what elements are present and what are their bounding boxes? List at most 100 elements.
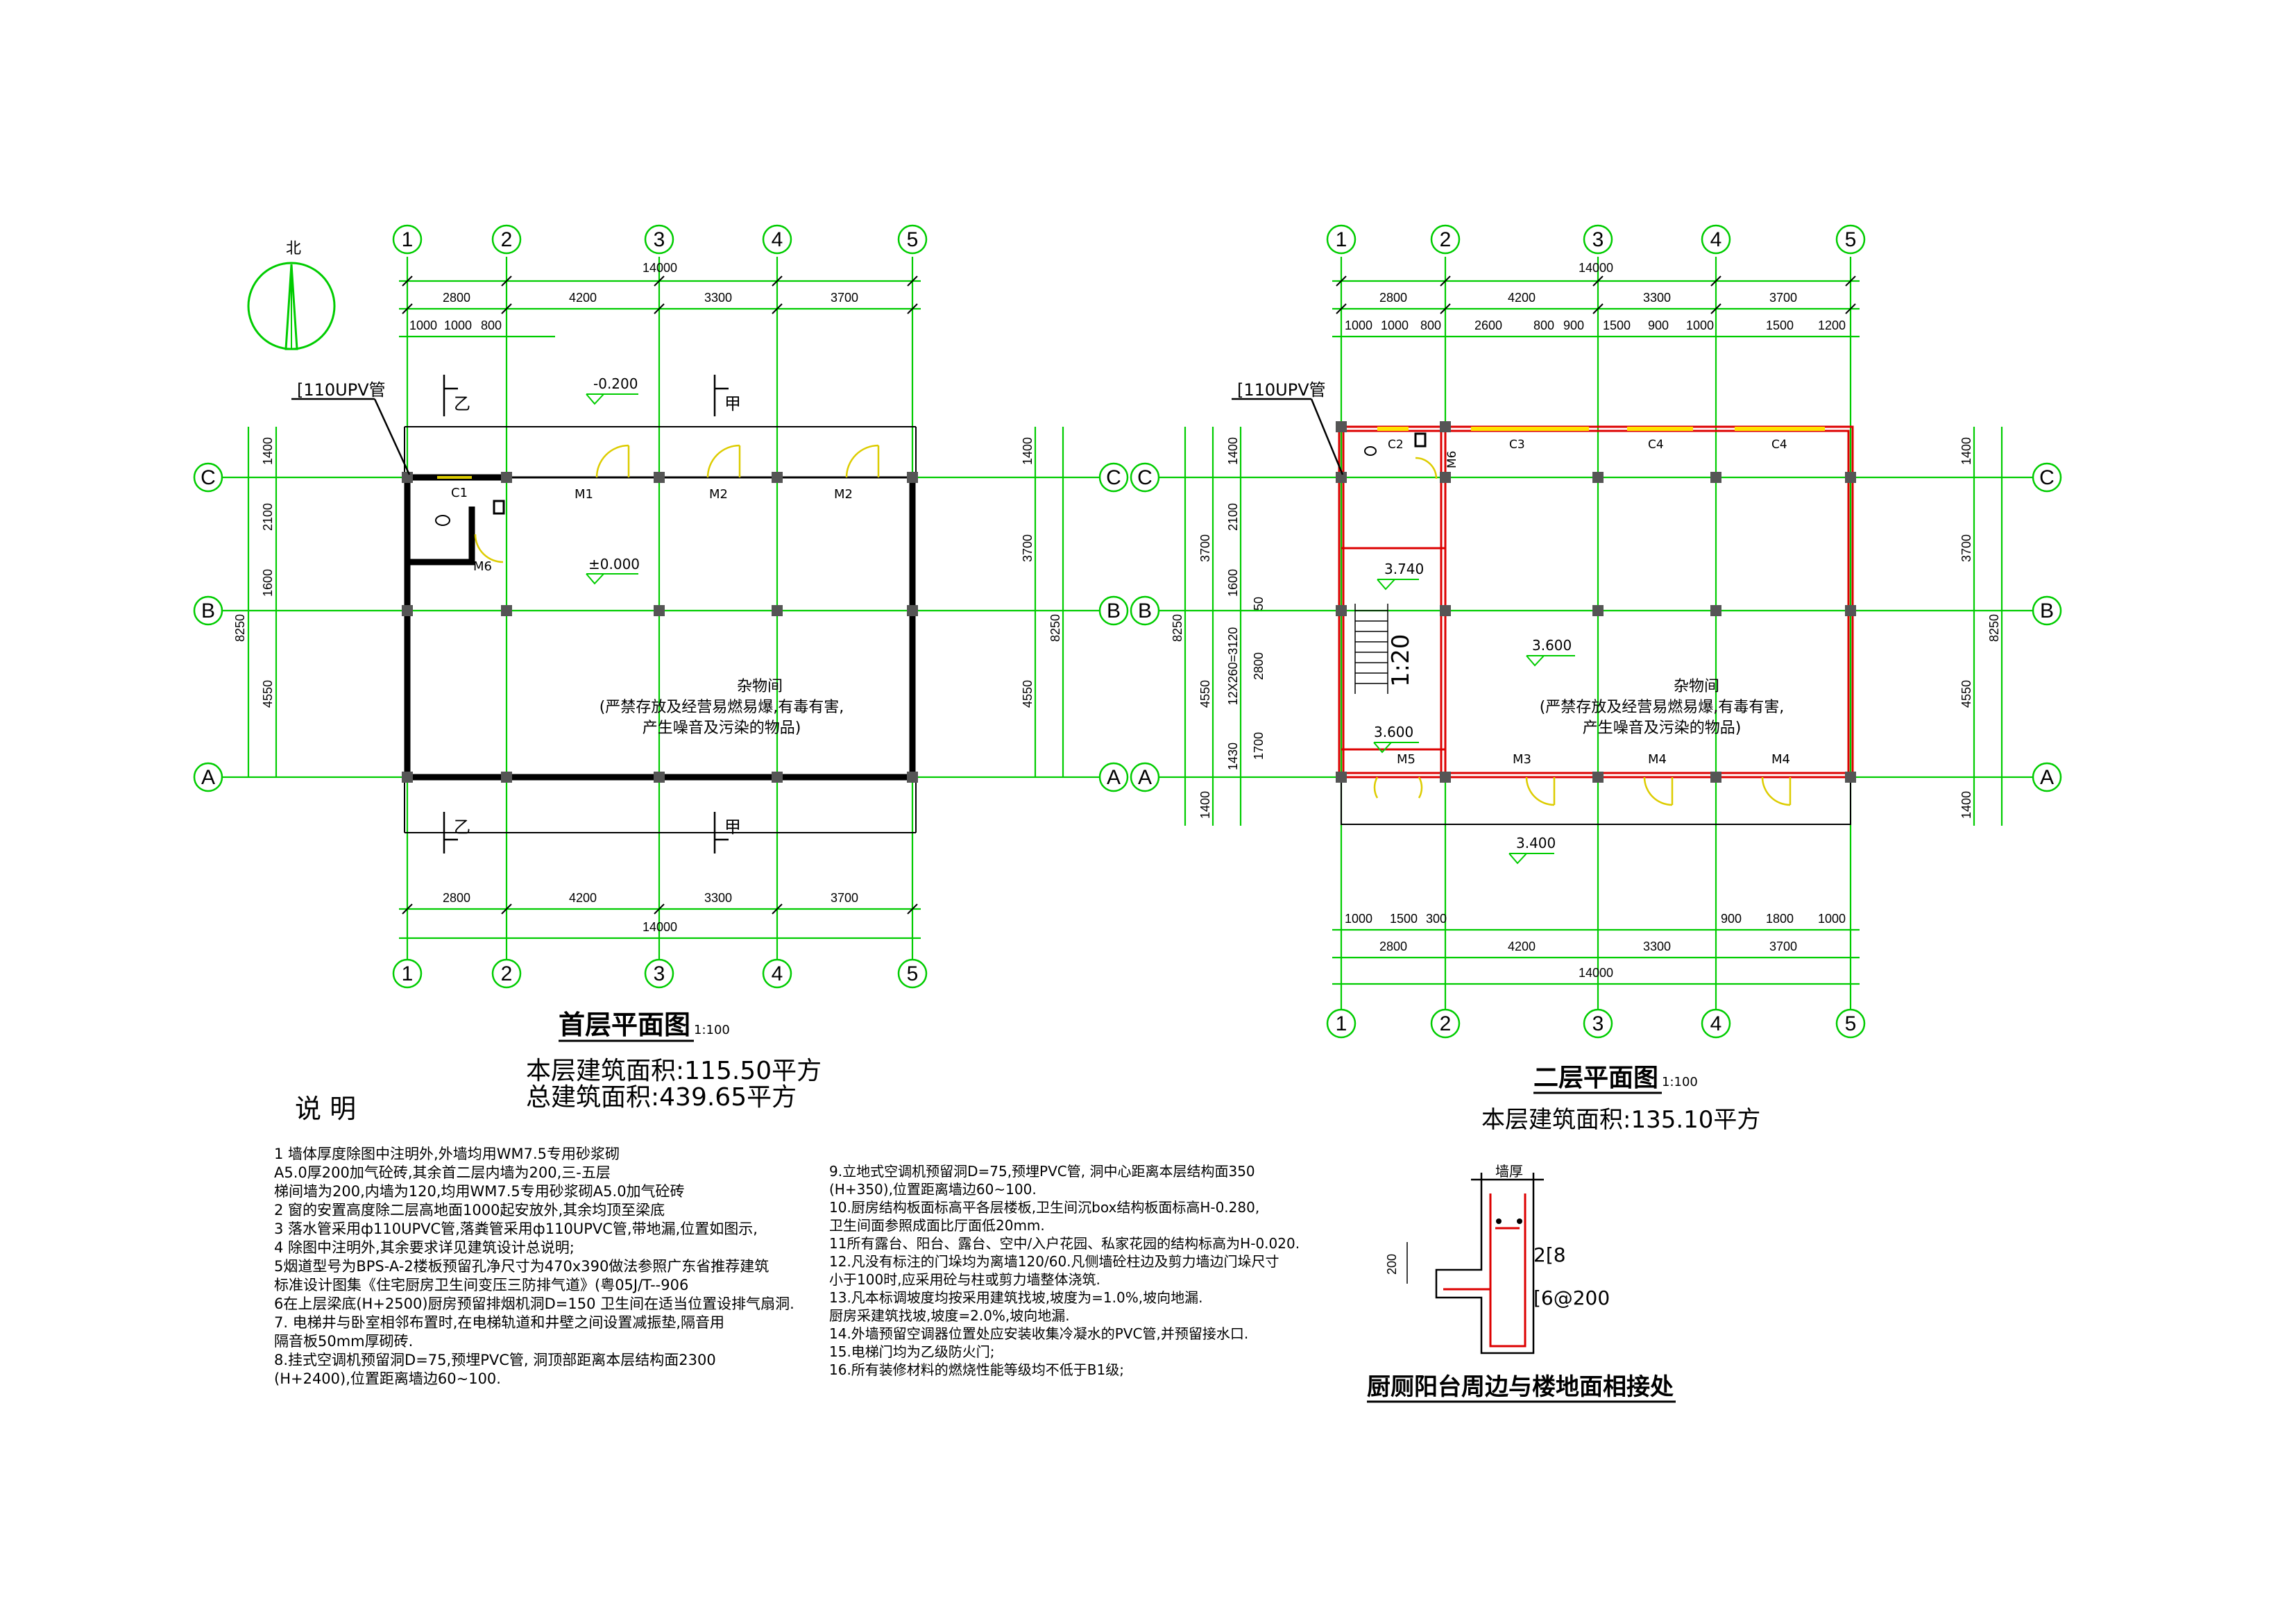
p1-scale: 1:100	[694, 1023, 730, 1037]
p2-left2-2: 1430	[1226, 742, 1240, 770]
p1-top-main-1: 4200	[569, 291, 597, 305]
p1-room-name: 杂物间	[737, 678, 783, 695]
p2-door-m6: M6	[1445, 451, 1459, 468]
p2-left2-3: 12X260=3120	[1226, 627, 1240, 706]
note-left-line: 5烟道型号为BPS-A-2楼板预留孔净尺寸为470x390做法参照广东省推荐建筑	[274, 1258, 769, 1275]
notes-right: 9.立地式空调机预留洞D=75,预埋PVC管, 洞中心距离本层结构面350 (H…	[829, 1162, 1300, 1379]
p2-axis-4b: 4	[1710, 1012, 1722, 1035]
compass-label: 北	[286, 240, 301, 257]
p1-right-2: 4550	[1021, 680, 1035, 708]
p2-left2-0: 3700	[1198, 534, 1212, 562]
p2-bot-main-2: 3300	[1643, 940, 1671, 953]
p1-axis-B-r: B	[1107, 600, 1121, 622]
p1-door-m6: M6	[473, 559, 492, 574]
p2-top-sub-8: 1000	[1686, 318, 1714, 332]
p2-bot-sub-5: 1000	[1818, 912, 1846, 926]
p2-level-3: 3.400	[1516, 835, 1556, 851]
p1-top-main-3: 3700	[831, 291, 858, 305]
p1-top-main-0: 2800	[443, 291, 470, 305]
note-right-line: 16.所有装修材料的燃烧性能等级均不低于B1级;	[829, 1361, 1124, 1378]
p2-left-4: 2800	[1252, 652, 1266, 680]
p2-window-c2: C2	[1388, 438, 1404, 452]
p2-left-0: 1400	[1226, 437, 1240, 465]
north-compass-icon: 北	[247, 240, 336, 350]
p1-bot-main-2: 3300	[704, 891, 732, 905]
p2-axis-1b: 1	[1336, 1012, 1347, 1035]
p1-axis-A-r: A	[1107, 766, 1121, 789]
p2-room-note1: (严禁存放及经营易燃易爆,有毒有害,	[1540, 699, 1785, 716]
note-left-line: (H+2400),位置距离墙边60~100.	[274, 1370, 501, 1387]
p1-axis-C-r: C	[1106, 466, 1121, 489]
p2-axis-5: 5	[1845, 228, 1857, 251]
p2-axis-B-r: B	[2040, 600, 2054, 622]
p2-door-m4b: M4	[1771, 752, 1790, 767]
p2-bot-main-0: 2800	[1379, 940, 1407, 953]
note-right-line: 卫生间面参照成面比厅面低20mm.	[829, 1217, 1045, 1234]
p1-axis-B: B	[201, 600, 215, 622]
p1-top-sub-2: 800	[481, 318, 502, 332]
plan1-ground-floor: 1 2 3 4 5 1 2 3 4 5 C B A C B A 14000 28…	[193, 224, 1129, 1112]
p2-top-sub-3: 2600	[1474, 318, 1502, 332]
note-right-line: 10.厨房结构板面标高平各层楼板,卫生间沉box结构板面标高H-0.280,	[829, 1199, 1260, 1216]
p2-left2-1: 4550	[1198, 680, 1212, 708]
p2-door-m3: M3	[1513, 752, 1531, 767]
p2-level-2: 3.600	[1374, 724, 1413, 740]
p1-left-0: 1400	[261, 437, 275, 465]
p1-left-total: 8250	[233, 614, 247, 642]
note-right-line: (H+350),位置距离墙边60~100.	[829, 1181, 1037, 1198]
p1-pipe-note: [110UPV管	[297, 380, 386, 400]
p2-left-2: 1600	[1226, 569, 1240, 597]
p1-axis-A: A	[201, 766, 215, 789]
p2-top-sub-1: 1000	[1381, 318, 1409, 332]
p2-left-5: 1700	[1252, 732, 1266, 760]
detail-left-dim: 200	[1385, 1254, 1399, 1275]
p2-room-name: 杂物间	[1674, 678, 1719, 695]
p2-left-1: 2100	[1226, 503, 1240, 531]
p2-area: 本层建筑面积:135.10平方	[1481, 1106, 1760, 1134]
p2-level-0: 3.740	[1384, 561, 1424, 577]
p1-axis-5: 5	[907, 228, 919, 251]
p1-right-total: 8250	[1048, 614, 1062, 642]
p2-axis-2b: 2	[1440, 1012, 1452, 1035]
p2-right-1: 3700	[1959, 534, 1973, 562]
p1-axis-3: 3	[654, 228, 665, 251]
p1-right-0: 1400	[1021, 437, 1035, 465]
p2-door-m4a: M4	[1648, 752, 1667, 767]
p2-top-sub-0: 1000	[1345, 318, 1372, 332]
note-right-line: 15.电梯门均为乙级防火门;	[829, 1343, 995, 1360]
p1-left-2: 1600	[261, 569, 275, 597]
p2-axis-2: 2	[1440, 228, 1452, 251]
p1-door-m2b: M2	[834, 487, 853, 502]
note-left-line: 梯间墙为200,内墙为120,均用WM7.5专用砂浆砌A5.0加气砼砖	[274, 1183, 685, 1200]
p1-axis-4: 4	[772, 228, 783, 251]
p2-top-sub-9: 1500	[1766, 318, 1794, 332]
p2-top-sub-6: 1500	[1603, 318, 1631, 332]
p2-left-6: 1400	[1198, 791, 1212, 819]
p2-axis-3b: 3	[1592, 1012, 1604, 1035]
p2-window-c4a: C4	[1648, 438, 1664, 452]
detail-rebar1: 2[8	[1533, 1243, 1566, 1266]
p1-axis-1: 1	[402, 228, 414, 251]
p1-section-yi-top: 乙	[454, 394, 470, 414]
note-left-line: 隔音板50mm厚砌砖.	[274, 1333, 414, 1350]
p1-section-yi-bot: 乙	[454, 817, 470, 837]
p2-right-0: 1400	[1959, 437, 1973, 465]
note-left-line: 8.挂式空调机预留洞D=75,预埋PVC管, 洞顶部距离本层结构面2300	[274, 1352, 716, 1368]
p1-door-m1: M1	[575, 487, 593, 502]
p2-axis-1: 1	[1336, 228, 1347, 251]
p2-bot-total: 14000	[1579, 966, 1613, 980]
p1-window-c1: C1	[451, 486, 468, 500]
notes-heading: 说 明	[295, 1094, 357, 1124]
note-right-line: 13.凡本标调坡度均按采用建筑找坡,坡度为=1.0%,坡向地漏.	[829, 1289, 1203, 1306]
p2-left-total: 8250	[1171, 614, 1184, 642]
p1-title: 首层平面图	[559, 1010, 690, 1040]
detail-top-label: 墙厚	[1495, 1163, 1523, 1180]
p1-left-3: 4550	[261, 680, 275, 708]
p1-axis-C: C	[201, 466, 216, 489]
p2-window-c4b: C4	[1771, 438, 1787, 452]
plan2-second-floor: 1 2 3 4 5 1 2 3 4 5 C B A C B A 14000 28…	[1130, 224, 2062, 1134]
p2-bot-sub-2: 300	[1426, 912, 1447, 926]
p1-axis-5b: 5	[907, 962, 919, 985]
p1-bot-main-1: 4200	[569, 891, 597, 905]
p1-right-1: 3700	[1021, 534, 1035, 562]
